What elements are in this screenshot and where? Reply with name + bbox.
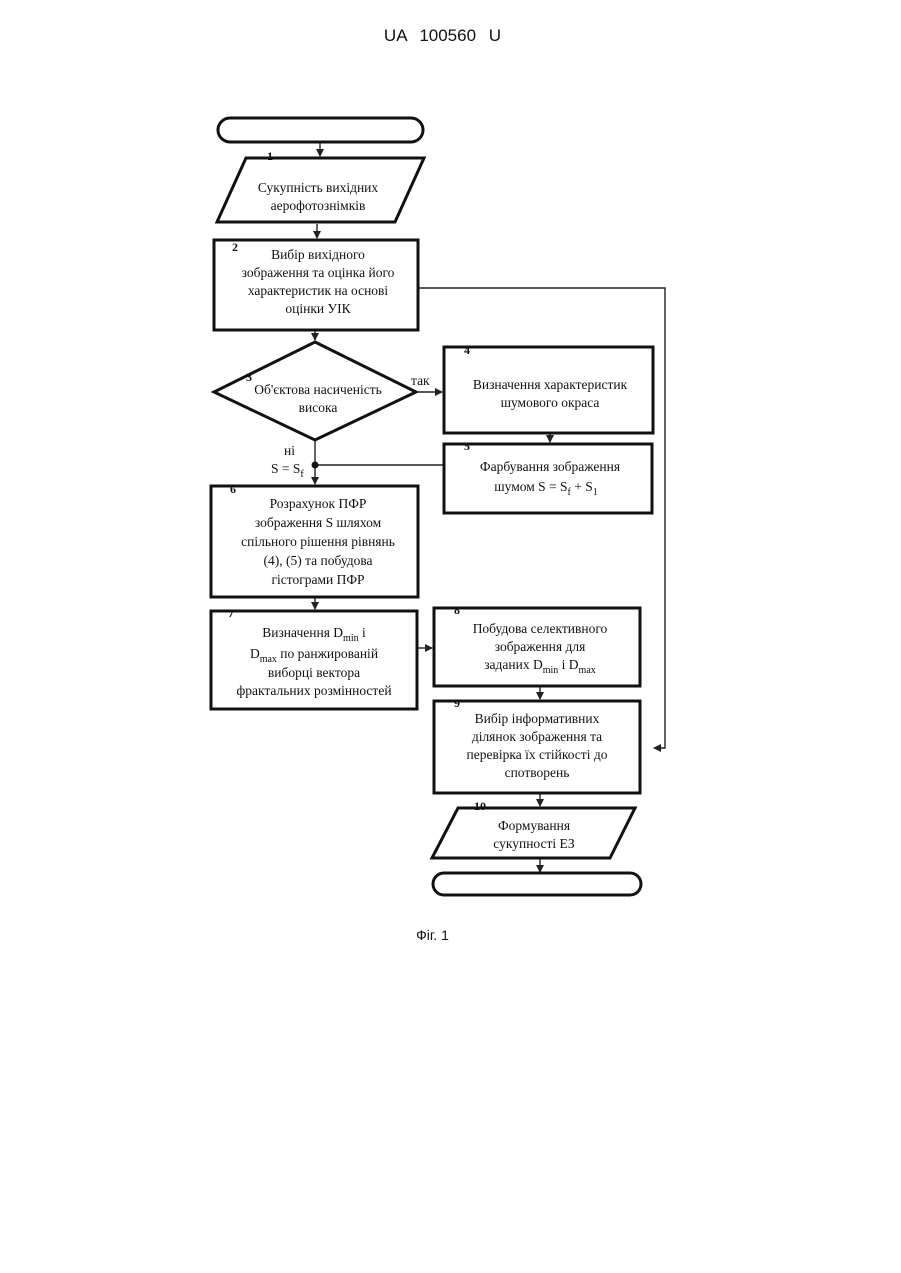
block-7-text-line-3: виборці вектора xyxy=(268,665,360,680)
block-7-process: 7 Визначення Dmin і Dmax по ранжированій… xyxy=(211,606,417,709)
block-8-text-line-1: Побудова селективного xyxy=(473,621,608,636)
block-2-text-line-2: зображення та оцінка його xyxy=(242,265,395,280)
block-2-text-line-1: Вибір вихідного xyxy=(271,247,365,262)
block-1-input: 1 Сукупність вихідних аерофотознімків xyxy=(217,149,424,222)
block-4-process: 4 Визначення характеристик шумового окра… xyxy=(444,343,653,433)
start-terminator xyxy=(218,118,423,142)
block-6-text-line-4: (4), (5) та побудова xyxy=(263,553,372,568)
block-1-text-line-1: Сукупність вихідних xyxy=(258,180,379,195)
block-6-number: 6 xyxy=(230,482,236,496)
block-9-number: 9 xyxy=(454,696,460,710)
block-6-text-line-5: гістограми ПФР xyxy=(271,572,364,587)
block-4-text-line-2: шумового окраса xyxy=(501,395,600,410)
block-9-text-line-1: Вибір інформативних xyxy=(475,711,600,726)
block-10-number: 10 xyxy=(474,799,486,813)
block-8-text-line-2: зображення для xyxy=(495,639,586,654)
block-4-number: 4 xyxy=(464,343,470,357)
block-9-process: 9 Вибір інформативних ділянок зображення… xyxy=(434,696,640,793)
block-6-process: 6 Розрахунок ПФР зображення S шляхом спі… xyxy=(211,482,418,597)
block-3-text-line-2: висока xyxy=(299,400,338,415)
block-5-process: 5 Фарбування зображення шумом S = Sf + S… xyxy=(444,439,652,513)
block-6-text-line-2: зображення S шляхом xyxy=(255,515,382,530)
block-3-text-line-1: Об'єктова насиченість xyxy=(254,382,382,397)
decision-no-label: ні xyxy=(284,443,295,458)
block-10-text-line-2: сукупності ЕЗ xyxy=(493,836,575,851)
block-2-text-line-3: характеристик на основі xyxy=(248,283,389,298)
block-7-text-line-4: фрактальних розмінностей xyxy=(236,683,391,698)
block-8-number: 8 xyxy=(454,603,460,617)
block-2-text-line-4: оцінки УІК xyxy=(285,301,351,316)
block-10-output: 10 Формування сукупності ЕЗ xyxy=(432,799,635,858)
block-2-number: 2 xyxy=(232,240,238,254)
block-7-number: 7 xyxy=(228,606,234,620)
block-6-text-line-1: Розрахунок ПФР xyxy=(270,496,367,511)
block-6-text-line-3: спільного рішення рівнянь xyxy=(241,534,395,549)
block-1-text-line-2: аерофотознімків xyxy=(271,198,366,213)
block-5-number: 5 xyxy=(464,439,470,453)
block-10-text-line-1: Формування xyxy=(498,818,570,833)
block-4-text-line-1: Визначення характеристик xyxy=(473,377,628,392)
block-9-text-line-3: перевірка їх стійкості до xyxy=(467,747,608,762)
junction-point xyxy=(312,462,319,469)
end-terminator xyxy=(433,873,641,895)
block-9-text-line-2: ділянок зображення та xyxy=(472,729,602,744)
block-3-decision: 3 Об'єктова насиченість висока так ні S … xyxy=(214,342,430,480)
block-3-number: 3 xyxy=(246,370,252,384)
block-1-number: 1 xyxy=(267,149,273,163)
decision-yes-label: так xyxy=(411,373,430,388)
block-8-process: 8 Побудова селективного зображення для з… xyxy=(434,603,640,686)
block-5-text-line-1: Фарбування зображення xyxy=(480,459,620,474)
junction-s-label: S = Sf xyxy=(271,461,304,480)
block-2-process: 2 Вибір вихідного зображення та оцінка й… xyxy=(214,240,418,330)
figure-caption: Фіг. 1 xyxy=(0,927,865,943)
block-9-text-line-4: спотворень xyxy=(505,765,570,780)
